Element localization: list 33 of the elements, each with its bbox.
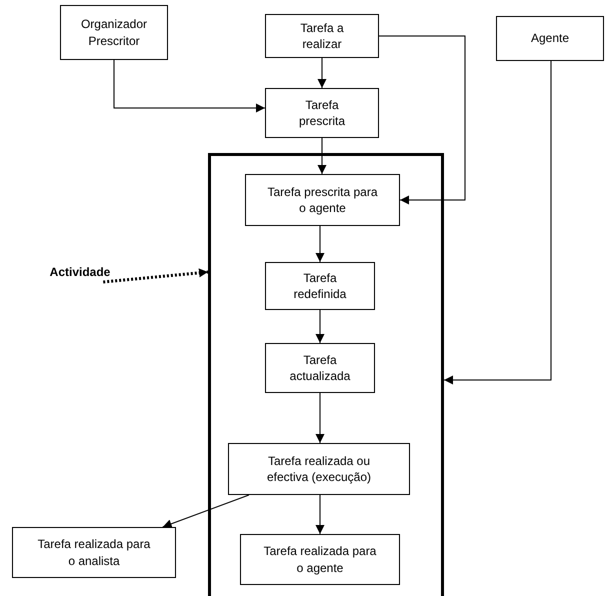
arrow	[316, 494, 324, 534]
process-box	[496, 16, 604, 61]
arrow	[114, 60, 266, 112]
box-label: Tarefa prescrita para o agente	[266, 184, 379, 216]
process-box	[228, 443, 410, 495]
box-label: Tarefa actualizada	[288, 352, 352, 384]
process-box	[240, 534, 400, 585]
arrow	[316, 226, 324, 262]
arrow	[378, 36, 466, 204]
process-box	[245, 174, 400, 226]
box-label: Tarefa prescrita	[298, 96, 346, 130]
arrow	[318, 58, 326, 88]
activity-frame	[208, 153, 444, 596]
box-label: Agente	[530, 30, 570, 47]
process-box	[265, 262, 375, 310]
box-label: Tarefa realizada para o analista	[36, 536, 152, 569]
box-label: Tarefa realizada para o agente	[262, 543, 378, 576]
arrow	[316, 392, 324, 444]
arrow	[316, 310, 324, 344]
process-box	[265, 88, 379, 138]
arrow	[162, 494, 250, 528]
node-label: Actividade	[40, 262, 120, 282]
box-label: Tarefa realizada ou efectiva (execução)	[266, 452, 372, 486]
process-box	[12, 527, 176, 578]
box-label: Tarefa a realizar	[299, 20, 345, 52]
arrow	[318, 138, 326, 174]
process-box	[265, 343, 375, 393]
process-box	[265, 14, 379, 58]
arrow	[103, 268, 208, 284]
process-box	[60, 5, 168, 60]
box-label: Tarefa redefinida	[292, 270, 348, 302]
box-label: Organizador Prescritor	[80, 16, 148, 49]
arrow	[444, 60, 552, 384]
